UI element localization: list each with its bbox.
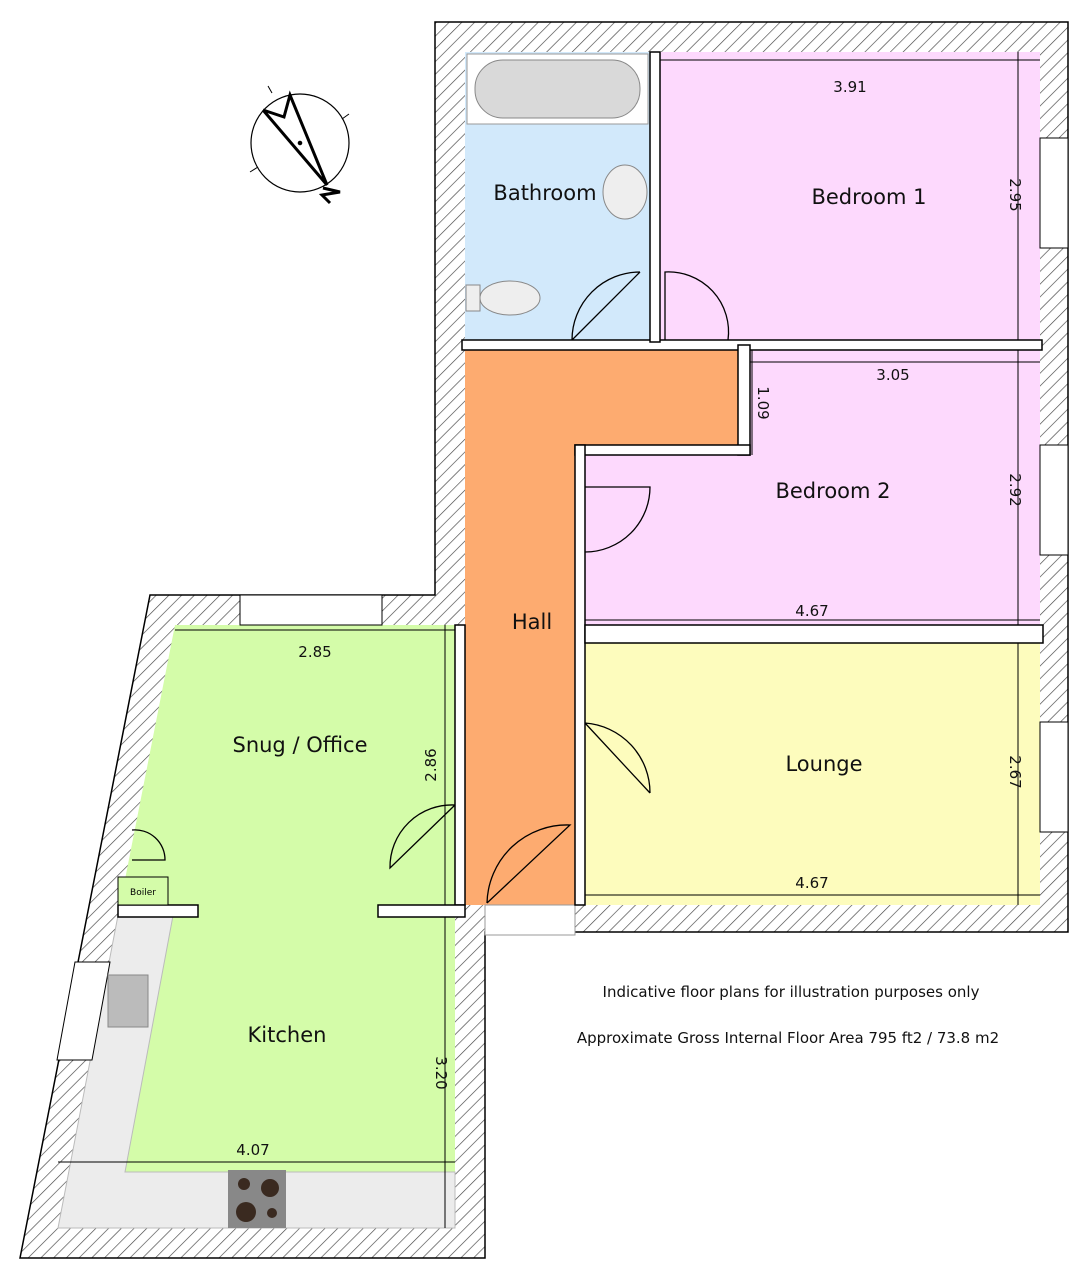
windows <box>56 137 1069 1061</box>
room-label-bedroom1: Bedroom 1 <box>811 185 926 209</box>
sink-icon <box>602 164 648 220</box>
room-label-bathroom: Bathroom <box>493 181 596 205</box>
dim-lounge-depth: 2.67 <box>1006 755 1024 788</box>
room-label-hall: Hall <box>512 610 552 634</box>
dimension-lines <box>58 52 1040 1228</box>
bathtub-basin <box>474 59 641 119</box>
wall-snug-kitchen-l <box>117 904 199 918</box>
hall-entrance-floor <box>484 904 576 936</box>
boiler-label: Boiler <box>130 888 156 898</box>
dim-kitchen-depth: 3.20 <box>432 1056 450 1089</box>
dim-bedroom1-width: 3.91 <box>833 78 866 96</box>
toilet-cistern <box>465 284 481 312</box>
hall-floor <box>465 350 738 905</box>
dim-bedroom2-width: 4.67 <box>795 602 828 620</box>
bedroom2-floor <box>585 350 1040 625</box>
kitchen-sink-icon <box>107 974 149 1028</box>
wall-bed2-lounge <box>584 624 1044 644</box>
dim-bedroom2-top: 3.05 <box>876 366 909 384</box>
room-label-snug: Snug / Office <box>232 733 367 757</box>
boiler-box <box>117 876 169 906</box>
room-label-lounge: Lounge <box>785 752 862 776</box>
bedroom1-floor <box>660 52 1040 340</box>
compass-label: N <box>0 0 1 1</box>
area-note: Approximate Gross Internal Floor Area 79… <box>577 1029 999 1047</box>
hob-burners <box>236 1178 279 1222</box>
wall-hall-bed2-h <box>574 444 751 456</box>
wall-hall-bed2 <box>737 344 751 456</box>
room-label-kitchen: Kitchen <box>248 1023 327 1047</box>
wall-snug-kitchen-r <box>377 904 466 918</box>
dim-bedroom2-step: 1.09 <box>754 386 772 419</box>
doors[interactable] <box>131 271 730 904</box>
snug-kitchen-floor <box>120 625 455 1172</box>
dim-kitchen-width: 4.07 <box>236 1141 269 1159</box>
dim-bedroom1-depth: 2.95 <box>1006 178 1024 211</box>
room-label-bedroom2: Bedroom 2 <box>775 479 890 503</box>
compass-icon <box>249 85 350 205</box>
lounge-floor <box>585 643 1040 905</box>
wall-bath-bed1 <box>649 51 661 343</box>
toilet-icon <box>479 280 541 316</box>
dim-snug-depth: 2.86 <box>422 748 440 781</box>
hob-icon <box>228 1170 286 1228</box>
wall-bath-hall <box>461 339 1043 351</box>
wall-hall-right <box>574 444 586 906</box>
dim-lounge-width: 4.67 <box>795 874 828 892</box>
wall-snug-hall <box>454 624 466 906</box>
dim-snug-width: 2.85 <box>298 643 331 661</box>
disclaimer-note: Indicative floor plans for illustration … <box>603 983 980 1001</box>
dim-bedroom2-depth: 2.92 <box>1006 473 1024 506</box>
